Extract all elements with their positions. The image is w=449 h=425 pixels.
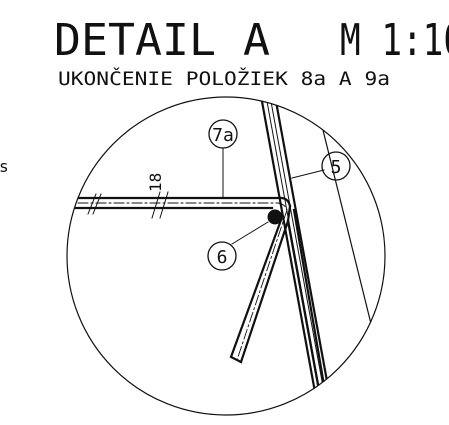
detail-subtitle: UKONČENIE POLOŽIEK 8a A 9a — [58, 66, 390, 90]
bent-bar-outer-left — [229, 218, 283, 364]
bent-bar-centerline — [236, 209, 288, 361]
item-bubble-6 — [207, 241, 237, 271]
bend-leg-left — [286, 219, 320, 387]
item-label-5: 5 — [331, 157, 342, 178]
bar-centerline — [67, 202, 288, 211]
break-mark-1 — [87, 193, 97, 215]
bar-outer-top — [67, 196, 292, 208]
break-mark-2 — [92, 193, 102, 215]
item-bubble-5 — [321, 151, 351, 181]
wall-line-outer-right — [273, 97, 337, 415]
wall-line-outer-left — [259, 97, 323, 415]
item-bubble-7a — [208, 119, 238, 149]
bent-bar-outer-right — [239, 204, 292, 364]
dimension-tick-1 — [151, 191, 161, 219]
edge-text-fragment: s — [0, 157, 9, 176]
wall-line-far — [317, 109, 381, 361]
detail-title: DETAIL A — [54, 15, 270, 66]
dimension-value-18: 18 — [146, 173, 165, 192]
detail-scale: M 1:10 — [340, 15, 449, 66]
item-label-6: 6 — [217, 247, 228, 268]
leader-5 — [291, 169, 325, 179]
wall-line-center-right — [269, 97, 331, 415]
leader-6 — [231, 221, 269, 245]
construction-geometry — [67, 97, 381, 415]
item-6-bar-section — [267, 209, 283, 225]
bend-leg-right — [292, 208, 326, 387]
detail-boundary-circle — [66, 96, 386, 416]
dimension-tick-2 — [159, 191, 169, 219]
item-label-7a: 7a — [212, 125, 234, 146]
